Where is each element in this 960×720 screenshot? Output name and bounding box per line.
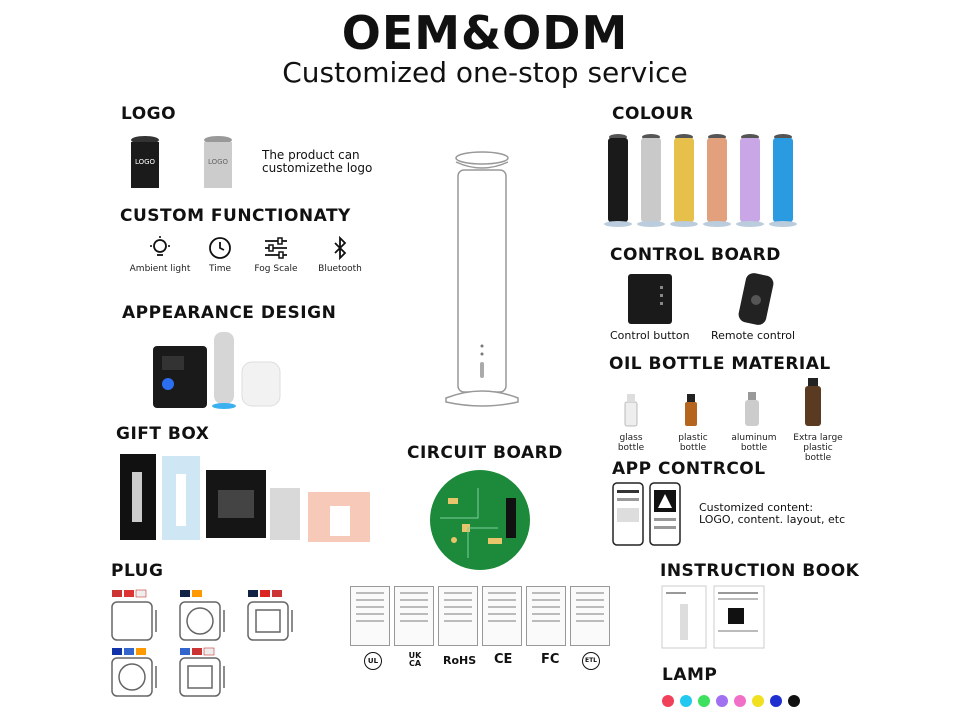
instruction-book-image [661,585,765,649]
lamp-heading: LAMP [662,665,718,685]
function-ambient: Ambient light [128,236,192,274]
app-desc-line2: LOGO, content. layout, etc [699,513,846,526]
giftbox-image [120,454,370,542]
certificate-doc [438,586,478,646]
certificate-doc [350,586,390,646]
plug-heading: PLUG [111,561,164,581]
app-phones-image [612,482,681,546]
colour-bar [707,138,727,222]
function-bluetooth: Bluetooth [310,235,370,274]
circuit-heading: CIRCUIT BOARD [407,443,563,463]
plug-types-image [111,589,293,697]
colour-heading: COLOUR [612,104,694,124]
logo-desc-line2: customizethe logo [262,161,373,175]
remote-control-image [738,273,774,325]
function-ambient-label: Ambient light [129,264,191,274]
lamp-color-dot [734,695,746,707]
cert-logo-etl: ETL [582,652,600,670]
lamp-color-dot [788,695,800,707]
colour-bar-base [703,221,731,227]
colour-bar [674,138,694,222]
giftbox-heading: GIFT BOX [116,424,210,444]
circuit-board-image [430,470,530,570]
appearance-heading: APPEARANCE DESIGN [122,303,337,323]
colour-bar-base [769,221,797,227]
logo-devices-image: LOGO LOGO [131,136,232,188]
lamp-color-dot [680,695,692,707]
functionality-heading: CUSTOM FUNCTIONATY [120,206,351,226]
page-subtitle: Customized one-stop service [282,56,688,89]
colour-bar [773,138,793,222]
logo-sample-text-black: LOGO [135,158,156,166]
oil-bottles-image [624,378,821,427]
control-heading: CONTROL BOARD [610,245,781,265]
oil-aluminum-label: aluminum bottle [731,433,777,453]
cert-logo-rohs: RoHS [443,654,477,667]
lamp-color-dot [770,695,782,707]
function-fog-label: Fog Scale [254,264,298,274]
function-fog: Fog Scale [248,236,304,274]
oil-xl-label: Extra large plastic bottle [793,433,843,463]
certificate-doc [482,586,522,646]
app-heading: APP CONTRCOL [612,459,766,479]
colour-bar [641,138,661,222]
logo-sample-text-silver: LOGO [208,158,229,166]
diffuser-product-image [445,151,519,407]
oil-heading: OIL BOTTLE MATERIAL [609,354,831,374]
lamp-color-dot [752,695,764,707]
cert-logo-ce: CE [494,652,513,667]
lamp-color-dot [698,695,710,707]
cert-logo-fc: FC [541,652,560,667]
clock-icon [209,237,231,259]
page-title: OEM&ODM [341,6,629,60]
certificates-row [350,586,612,648]
colour-bar [608,138,628,222]
oil-glass-label: glass bottle [617,433,645,453]
colour-variants-image [604,134,797,227]
function-time-label: Time [208,264,232,274]
colour-bar-base [604,221,632,227]
function-bluetooth-label: Bluetooth [318,264,362,274]
function-time: Time [192,236,248,274]
appearance-devices-image [153,332,281,409]
logo-desc-line1: The product can [262,148,360,162]
colour-bar-base [736,221,764,227]
lamp-colors [662,692,806,711]
sliders-icon [265,237,287,259]
logo-heading: LOGO [121,104,177,124]
lamp-color-dot [716,695,728,707]
control-button-image [628,274,672,324]
colour-bar-base [637,221,665,227]
oil-plastic-label: plastic bottle [678,433,708,453]
cert-logo-ukca: UK CA [408,651,422,668]
light-bulb-icon [150,236,170,256]
app-desc-line1: Customized content: [699,501,814,514]
colour-bar-base [670,221,698,227]
certificate-doc [526,586,566,646]
instruction-heading: INSTRUCTION BOOK [660,561,860,581]
colour-bar [740,138,760,222]
cert-logo-ul: UL [364,652,382,670]
remote-control-label: Remote control [711,329,796,342]
bluetooth-icon [334,235,347,261]
certificate-doc [394,586,434,646]
lamp-color-dot [662,695,674,707]
certificate-doc [570,586,610,646]
control-button-label: Control button [610,329,690,342]
